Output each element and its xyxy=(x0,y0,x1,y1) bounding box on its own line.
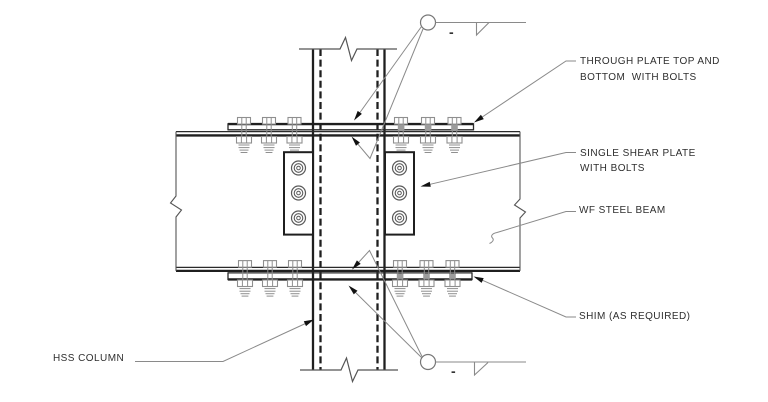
detail-bubble-icon xyxy=(419,14,437,31)
beam-break-left xyxy=(169,131,183,271)
label-shear-plate-line2: WITH BOLTS xyxy=(580,163,645,174)
label-through-plate-line1: THROUGH PLATE TOP AND xyxy=(580,55,720,67)
leader-wf-beam xyxy=(489,211,576,244)
leader-hss-column xyxy=(135,319,314,362)
hss-column xyxy=(311,49,386,370)
shear-plate-left xyxy=(283,151,314,236)
shear-bolt xyxy=(290,185,307,201)
section-flag-icon xyxy=(475,22,490,37)
detail-bubble-icon xyxy=(419,353,437,371)
detail-mark-top: - xyxy=(449,23,454,40)
beam-break-right xyxy=(513,131,527,271)
shear-plate-right xyxy=(384,151,415,236)
label-wf-steel-beam: WF STEEL BEAM xyxy=(579,205,666,216)
detail-callout-top xyxy=(351,14,526,160)
detail-callout-bottom xyxy=(348,249,526,377)
through-plate-bottom xyxy=(227,272,473,281)
leader-shim xyxy=(473,276,576,318)
wf-steel-beam xyxy=(169,130,527,272)
shear-bolt xyxy=(391,185,408,201)
label-shear-plate-line1: SINGLE SHEAR PLATE xyxy=(580,147,696,159)
leader-through-plate xyxy=(474,60,576,123)
leader-shear-plate xyxy=(420,152,576,187)
column-break-line-top xyxy=(299,35,397,63)
shear-bolt xyxy=(290,160,307,176)
label-shim: SHIM (AS REQUIRED) xyxy=(579,311,691,322)
shear-bolt xyxy=(391,210,408,226)
label-through-plate-line2: BOTTOM WITH BOLTS xyxy=(580,71,697,83)
column-break-line-bottom xyxy=(300,356,398,384)
shear-bolt xyxy=(290,210,307,226)
shear-bolt xyxy=(391,160,408,176)
shim-plates xyxy=(396,124,458,279)
label-hss-column: HSS COLUMN xyxy=(53,352,125,364)
detail-mark-bottom: - xyxy=(451,362,456,379)
section-flag-icon xyxy=(473,362,489,377)
